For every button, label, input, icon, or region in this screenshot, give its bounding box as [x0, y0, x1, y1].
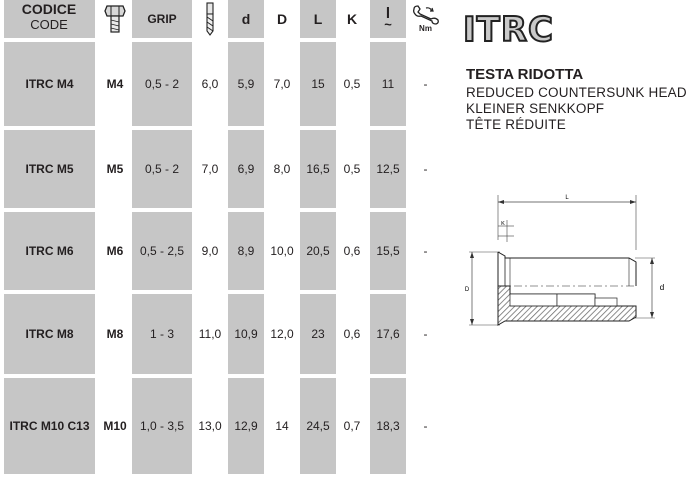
d-header: d	[228, 0, 264, 38]
wrench-icon	[412, 5, 439, 25]
cell-l: 15,5	[370, 212, 406, 290]
code-header: CODICE CODE	[4, 2, 94, 38]
table-row: ITRC M4 M4 0,5 - 2 6,0 5,9 7,0 15 0,5 11 -	[0, 42, 442, 126]
product-subtitle-fr: TÊTE RÉDUITE	[466, 117, 566, 132]
cell-L: 24,5	[300, 378, 336, 474]
L-header: L	[300, 0, 336, 38]
cell-K: 0,5	[343, 77, 361, 91]
code-header-bg	[4, 0, 95, 38]
cell-l: 11	[370, 42, 406, 126]
cell-code: ITRC M10 C13	[4, 378, 95, 474]
cell-nm: -	[423, 419, 428, 433]
drawing-label-K: K	[501, 221, 505, 227]
cell-d: 5,9	[228, 42, 264, 126]
cell-nm: -	[423, 162, 428, 176]
cell-L: 23	[300, 294, 336, 374]
cell-K: 0,6	[343, 244, 361, 258]
D-header: D	[276, 11, 288, 27]
cell-K: 0,7	[343, 419, 361, 433]
cell-code: ITRC M6	[4, 212, 95, 290]
product-title: TESTA RIDOTTA	[466, 66, 584, 83]
product-subtitle-en: REDUCED COUNTERSUNK HEAD	[466, 85, 687, 100]
cell-L: 15	[300, 42, 336, 126]
cell-d: 12,9	[228, 378, 264, 474]
product-subtitle-de: KLEINER SENKKOPF	[466, 101, 605, 116]
cell-grip: 0,5 - 2,5	[132, 212, 192, 290]
cell-grip: 1,0 - 3,5	[132, 378, 192, 474]
drawing-label-d: d	[660, 283, 664, 292]
table-row: ITRC M6 M6 0,5 - 2,5 9,0 8,9 10,0 20,5 0,6 15,5 -	[0, 212, 442, 290]
cell-d: 6,9	[228, 130, 264, 208]
cell-L: 16,5	[300, 130, 336, 208]
cell-grip: 0,5 - 2	[132, 130, 192, 208]
cell-drill: 7,0	[201, 162, 219, 176]
cell-size: M8	[106, 327, 124, 341]
cell-d: 10,9	[228, 294, 264, 374]
grip-header: GRIP	[132, 0, 192, 38]
drawing-label-D: D	[465, 287, 470, 293]
drill-bit-icon	[196, 0, 224, 38]
K-header: K	[346, 11, 358, 27]
cell-d: 8,9	[228, 212, 264, 290]
cell-grip: 1 - 3	[132, 294, 192, 374]
cell-l: 18,3	[370, 378, 406, 474]
cell-size: M6	[106, 244, 124, 258]
table-row: ITRC M8 M8 1 - 3 11,0 10,9 12,0 23 0,6 17,6 -	[0, 294, 442, 374]
cell-K: 0,5	[343, 162, 361, 176]
cell-size: M10	[103, 419, 127, 433]
drawing-label-L: L	[565, 195, 569, 201]
cell-l: 12,5	[370, 130, 406, 208]
brand-logo: ITRC	[462, 9, 554, 51]
cell-l: 17,6	[370, 294, 406, 374]
cell-D: 8,0	[273, 162, 291, 176]
cell-size: M5	[106, 162, 124, 176]
cell-code: ITRC M5	[4, 130, 95, 208]
l-header: l ~	[370, 0, 406, 38]
cell-D: 10,0	[270, 244, 294, 258]
cell-nm: -	[423, 244, 428, 258]
cell-code: ITRC M8	[4, 294, 95, 374]
code-header-title: CODICE	[21, 1, 77, 17]
cell-nm: -	[423, 77, 428, 91]
cell-size: M4	[106, 77, 124, 91]
table-row: ITRC M10 C13 M10 1,0 - 3,5 13,0 12,9 14 24,5 0,…	[0, 378, 442, 474]
rivet-nut-drawing: L K D d	[465, 195, 664, 326]
cell-grip: 0,5 - 2	[132, 42, 192, 126]
torque-header: Nm	[409, 0, 442, 38]
cell-L: 20,5	[300, 212, 336, 290]
cell-D: 7,0	[273, 77, 291, 91]
hex-bolt-icon	[101, 0, 129, 38]
code-header-subtitle: CODE	[30, 17, 68, 32]
table-row: ITRC M5 M5 0,5 - 2 7,0 6,9 8,0 16,5 0,5 12,5 -	[0, 130, 442, 208]
specs-table: CODICE CODE GRIP d D L K	[0, 0, 442, 474]
cell-drill: 13,0	[198, 419, 222, 433]
cell-K: 0,6	[343, 327, 361, 341]
cell-nm: -	[423, 327, 428, 341]
cell-drill: 9,0	[201, 244, 219, 258]
cell-drill: 6,0	[201, 77, 219, 91]
cell-drill: 11,0	[198, 327, 222, 341]
cell-D: 12,0	[270, 327, 294, 341]
cell-code: ITRC M4	[4, 42, 95, 126]
cell-D: 14	[275, 419, 289, 433]
